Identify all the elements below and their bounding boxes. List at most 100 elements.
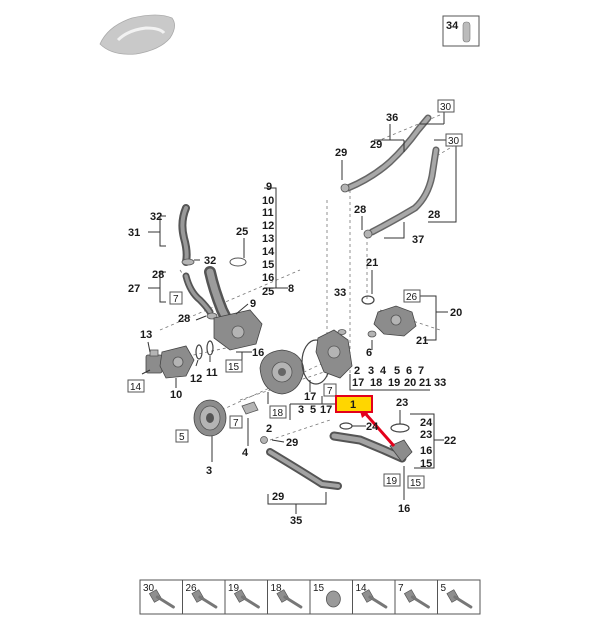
o-ring-21[interactable] <box>361 295 375 305</box>
callout-21[interactable]: 21 <box>416 335 428 347</box>
callout-35[interactable]: 35 <box>290 515 302 527</box>
key-17[interactable]: 17 <box>352 377 364 389</box>
callout-33[interactable]: 33 <box>334 287 346 299</box>
callout-25[interactable]: 25 <box>262 286 274 298</box>
thermostat-housing-10[interactable] <box>159 345 195 379</box>
callout-8[interactable]: 8 <box>288 283 294 295</box>
key-19[interactable]: 19 <box>388 377 400 389</box>
o-ring-12[interactable] <box>195 344 203 360</box>
callout-16[interactable]: 16 <box>262 272 274 284</box>
key-6[interactable]: 6 <box>406 365 412 377</box>
callout-3[interactable]: 3 <box>298 404 304 416</box>
legend-cell-14[interactable]: 14 <box>352 580 388 614</box>
legend-cell-19[interactable]: 19 <box>224 580 260 614</box>
callout-1-highlight[interactable]: 1 <box>335 395 373 413</box>
callout-24[interactable]: 24 <box>420 417 433 429</box>
legend-cell-7[interactable]: 7 <box>394 580 430 614</box>
clamp-29-lower[interactable] <box>260 436 268 444</box>
callout-16[interactable]: 16 <box>398 503 410 515</box>
callout-16[interactable]: 16 <box>420 445 432 457</box>
clamp-32[interactable] <box>181 258 195 266</box>
clamp-28[interactable] <box>363 229 373 239</box>
callout-4[interactable]: 4 <box>242 447 249 459</box>
o-ring-24[interactable] <box>339 422 353 430</box>
callout-28[interactable]: 28 <box>178 313 190 325</box>
callout-13[interactable]: 13 <box>140 329 152 341</box>
ref-box-15[interactable]: 15 <box>225 359 243 373</box>
callout-3[interactable]: 3 <box>206 465 212 477</box>
pump-housing-33[interactable] <box>315 329 353 379</box>
ref-box-30[interactable]: 30 <box>445 133 463 147</box>
ref-box-7[interactable]: 7 <box>323 383 337 397</box>
callout-28[interactable]: 28 <box>428 209 440 221</box>
o-ring-6[interactable] <box>367 330 377 338</box>
callout-25[interactable]: 25 <box>236 226 248 238</box>
callout-29[interactable]: 29 <box>370 139 382 151</box>
ref-box-30[interactable]: 30 <box>437 99 455 113</box>
hose-36[interactable] <box>344 114 432 192</box>
ref-box-7[interactable]: 7 <box>169 291 183 305</box>
legend-cell-18[interactable]: 18 <box>267 580 303 614</box>
callout-9[interactable]: 9 <box>266 181 272 193</box>
callout-12[interactable]: 12 <box>262 220 274 232</box>
callout-17[interactable]: 17 <box>304 391 316 403</box>
outlet-housing-20[interactable] <box>373 305 417 337</box>
callout-20[interactable]: 20 <box>450 307 462 319</box>
callout-15[interactable]: 15 <box>262 259 274 271</box>
callout-29[interactable]: 29 <box>272 491 284 503</box>
key-3[interactable]: 3 <box>368 365 374 377</box>
callout-15[interactable]: 15 <box>420 458 432 470</box>
coolant-pipe-22[interactable] <box>329 431 413 463</box>
callout-9[interactable]: 9 <box>250 298 256 310</box>
callout-29[interactable]: 29 <box>286 437 298 449</box>
legend-cell-26[interactable]: 26 <box>182 580 218 614</box>
pulley-3[interactable] <box>193 399 227 437</box>
callout-5[interactable]: 5 <box>310 404 316 416</box>
callout-16[interactable]: 16 <box>252 347 264 359</box>
callout-10[interactable]: 10 <box>262 195 274 207</box>
hose-31[interactable] <box>178 204 191 266</box>
sensor-13[interactable] <box>145 349 163 374</box>
o-ring-23[interactable] <box>390 423 410 433</box>
callout-24[interactable]: 24 <box>366 421 379 433</box>
ref-box-5[interactable]: 5 <box>175 429 189 443</box>
callout-23[interactable]: 23 <box>396 397 408 409</box>
key-33[interactable]: 33 <box>434 377 446 389</box>
callout-32[interactable]: 32 <box>150 211 162 223</box>
callout-1[interactable]: 1 <box>350 399 356 411</box>
key-2[interactable]: 2 <box>354 365 360 377</box>
callout-2[interactable]: 2 <box>266 423 272 435</box>
callout-17[interactable]: 17 <box>320 404 332 416</box>
callout-31[interactable]: 31 <box>128 227 140 239</box>
callout-32[interactable]: 32 <box>204 255 216 267</box>
o-ring-11[interactable] <box>206 340 214 356</box>
ref-box-7[interactable]: 7 <box>229 415 243 429</box>
ref-box-18[interactable]: 18 <box>269 405 287 419</box>
callout-14[interactable]: 14 <box>262 246 275 258</box>
callout-21[interactable]: 21 <box>366 257 378 269</box>
o-ring-25[interactable] <box>229 257 247 267</box>
spacer-4[interactable] <box>241 401 259 415</box>
callout-36[interactable]: 36 <box>386 112 398 124</box>
callout-28[interactable]: 28 <box>152 269 164 281</box>
key-7[interactable]: 7 <box>418 365 424 377</box>
key-18[interactable]: 18 <box>370 377 382 389</box>
o-ring-33[interactable] <box>337 329 347 335</box>
ref-box-15[interactable]: 15 <box>407 475 425 489</box>
water-pump-2[interactable] <box>259 349 305 395</box>
hose-37[interactable] <box>368 146 440 236</box>
key-21[interactable]: 21 <box>419 377 431 389</box>
callout-22[interactable]: 22 <box>444 435 456 447</box>
callout-37[interactable]: 37 <box>412 234 424 246</box>
callout-11[interactable]: 11 <box>206 367 218 379</box>
callout-28[interactable]: 28 <box>354 204 366 216</box>
key-5[interactable]: 5 <box>394 365 400 377</box>
callout-11[interactable]: 11 <box>262 207 274 219</box>
clamp-29[interactable] <box>340 183 350 193</box>
callout-27[interactable]: 27 <box>128 283 140 295</box>
ref-box-19[interactable]: 19 <box>383 473 401 487</box>
callout-29[interactable]: 29 <box>335 147 347 159</box>
coolant-pipe-9[interactable] <box>204 266 263 351</box>
ref-box-14[interactable]: 14 <box>127 379 145 393</box>
ref-box-26[interactable]: 26 <box>403 289 421 303</box>
